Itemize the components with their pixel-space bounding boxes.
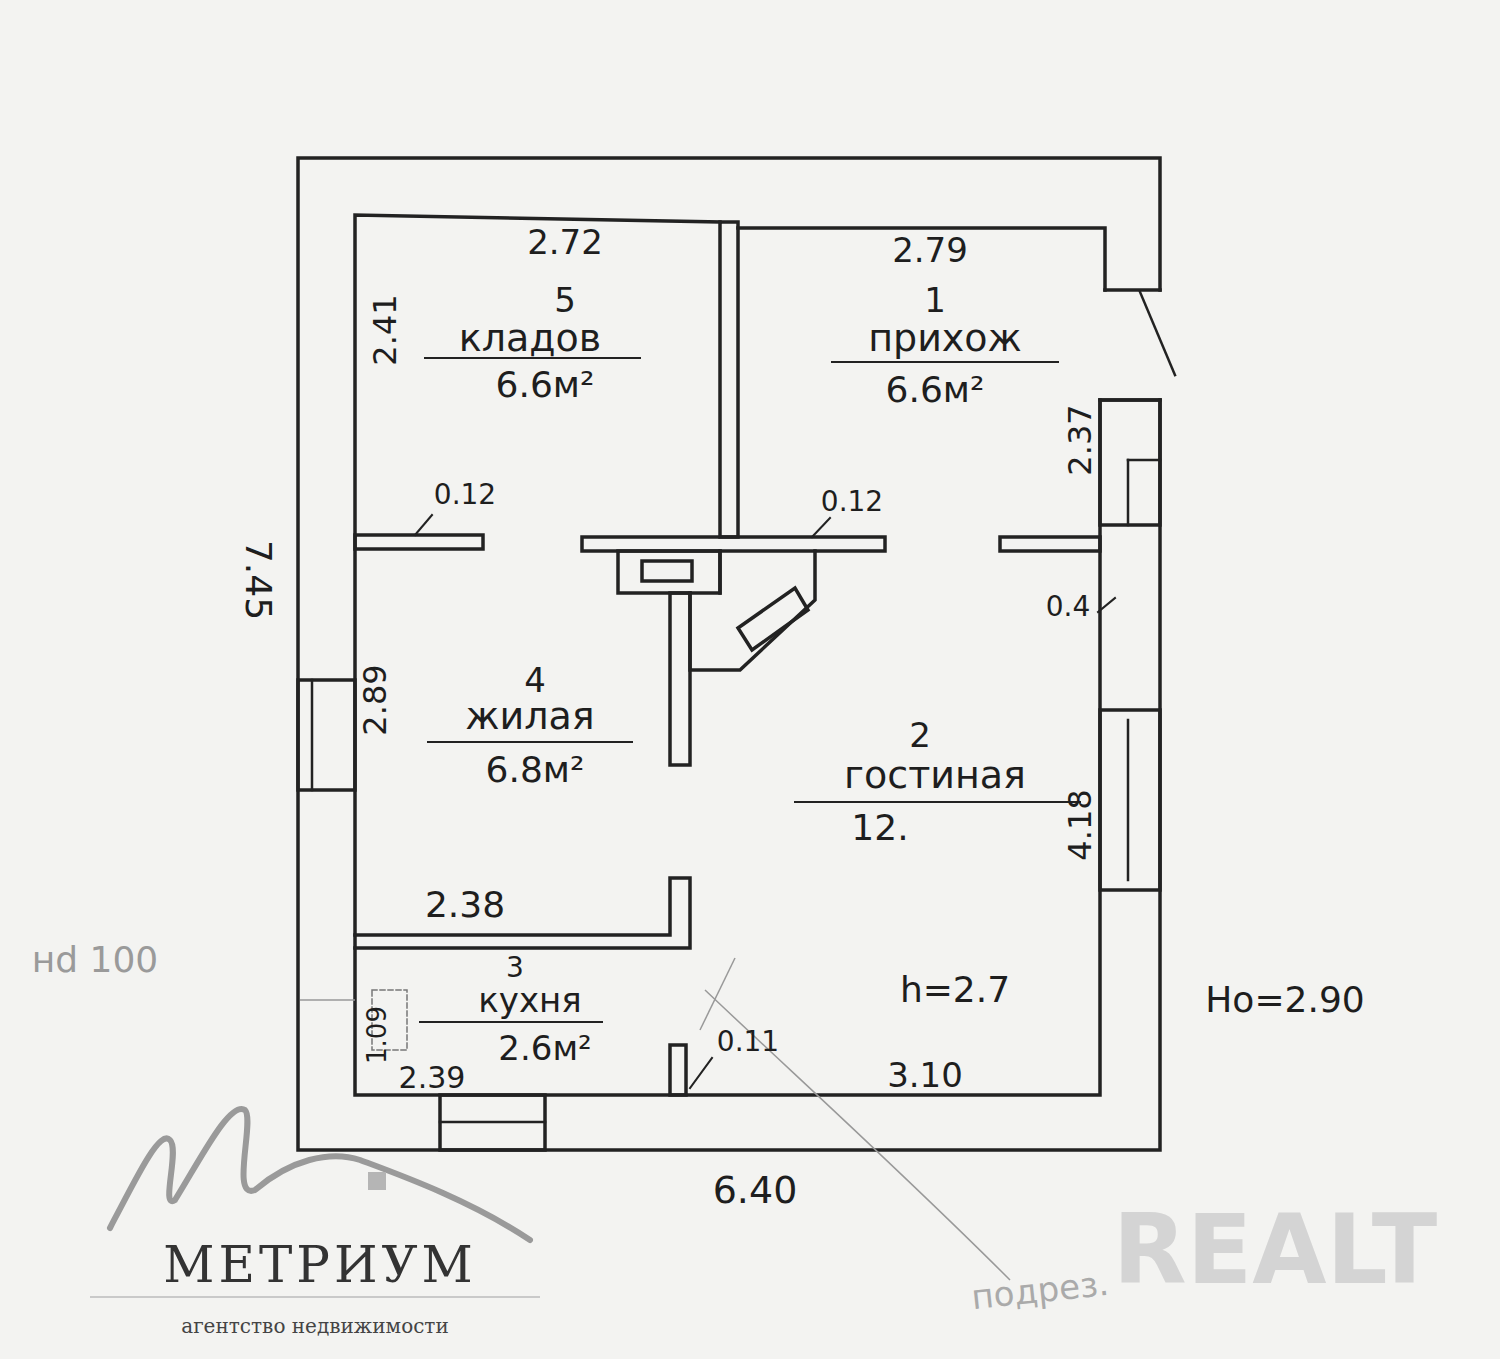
plan-label: прихож <box>868 319 1022 357</box>
plan-label: кладов <box>459 319 601 357</box>
plan-label: h=2.7 <box>900 972 1010 1008</box>
plan-label: 6.8м² <box>486 752 585 788</box>
plan-label: Но=2.90 <box>1205 982 1364 1018</box>
pencil-note: подрез. <box>970 1266 1111 1314</box>
plan-label: 2.89 <box>359 664 391 735</box>
plan-label: 6.40 <box>713 1171 798 1209</box>
plan-label: 2.38 <box>425 887 505 923</box>
plan-label: 3.10 <box>887 1058 963 1092</box>
brand-tagline: агентство недвижимости <box>181 1316 449 1336</box>
plan-label: 2.72 <box>527 225 603 259</box>
watermark: REALT <box>1113 1202 1438 1298</box>
plan-label: 0.12 <box>434 481 496 509</box>
brand-name: МЕТРИУМ <box>163 1240 477 1290</box>
plan-label: 1.09 <box>364 1006 390 1064</box>
plan-label: 6.6м² <box>886 372 985 408</box>
plan-label: кухня <box>478 983 581 1017</box>
plan-label: 5 <box>554 283 576 317</box>
plan-label: 2.6м² <box>498 1031 591 1065</box>
plan-label: жилая <box>465 697 594 735</box>
plan-label: 0.12 <box>821 488 883 516</box>
plan-label: 2.39 <box>399 1063 466 1093</box>
pencil-note: нd 100 <box>32 942 159 978</box>
plan-label: 4.18 <box>1064 789 1096 860</box>
plan-label: 7.45 <box>240 540 276 620</box>
plan-label: 2.37 <box>1064 404 1096 475</box>
plan-label: 3 <box>506 954 524 982</box>
plan-label: 0.11 <box>717 1028 779 1056</box>
plan-label: гостиная <box>844 756 1026 794</box>
plan-label: 2.41 <box>369 294 401 365</box>
plan-label: 4 <box>524 663 546 697</box>
plan-label: 6.6м² <box>496 367 595 403</box>
plan-label: 0.4 <box>1046 593 1091 621</box>
plan-label: 1 <box>924 283 946 317</box>
plan-label: 12. <box>851 810 908 846</box>
plan-label: 2.79 <box>892 233 968 267</box>
plan-label: 2 <box>909 718 931 752</box>
